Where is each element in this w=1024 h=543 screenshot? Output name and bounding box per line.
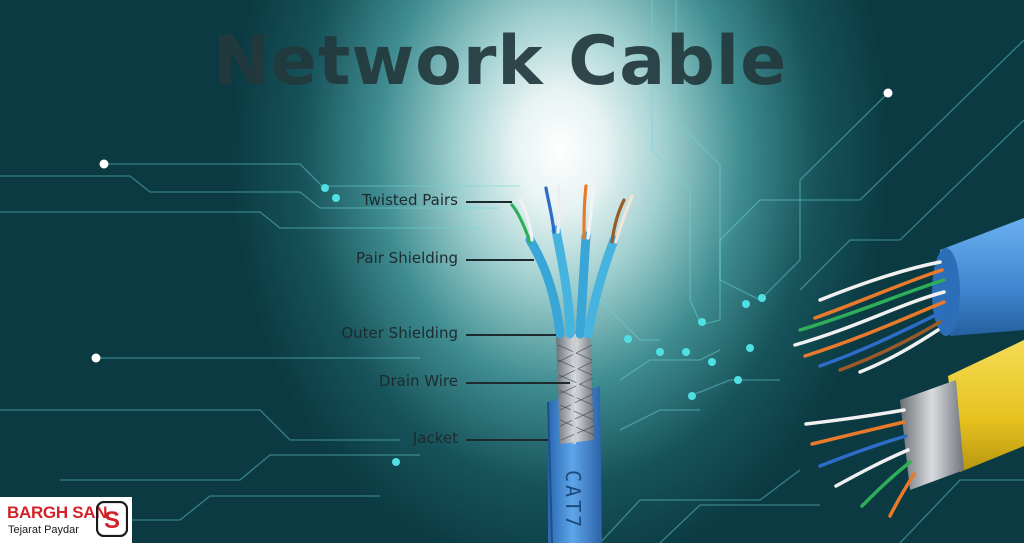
trace-right-1 bbox=[759, 92, 889, 301]
leader-line-pair-shielding bbox=[466, 259, 534, 261]
page-title: Network Cable bbox=[212, 22, 788, 101]
leader-line-outer-shielding bbox=[466, 334, 556, 336]
trace-mid-3 bbox=[689, 379, 780, 397]
twisted-pairs bbox=[510, 180, 634, 244]
trace-mid-4 bbox=[619, 409, 700, 431]
trace-mid-2 bbox=[619, 349, 721, 381]
trace-right-2 bbox=[799, 119, 1024, 291]
trace-bottom-2 bbox=[659, 504, 820, 543]
node-dot bbox=[99, 159, 109, 169]
trace-left-3 bbox=[0, 211, 480, 229]
node-dot bbox=[91, 353, 101, 363]
node-dot bbox=[734, 376, 742, 384]
node-dot bbox=[321, 184, 329, 192]
trace-top-2 bbox=[675, 0, 761, 301]
brand-tagline: Tejarat Paydar bbox=[8, 524, 79, 536]
blue-cable bbox=[793, 218, 1024, 374]
trace-bottom-3 bbox=[899, 479, 1024, 543]
trace-left-2 bbox=[0, 175, 500, 209]
label-jacket: Jacket bbox=[412, 429, 458, 447]
node-dot bbox=[742, 300, 750, 308]
trace-right-3 bbox=[699, 39, 1024, 326]
label-outer-shielding: Outer Shielding bbox=[341, 324, 458, 342]
node-dot bbox=[682, 348, 690, 356]
node-dot bbox=[656, 348, 664, 356]
brand-mark-icon: S bbox=[96, 501, 128, 537]
node-dot bbox=[746, 344, 754, 352]
node-dot bbox=[392, 458, 400, 466]
node-dot bbox=[883, 88, 893, 98]
trace-top-1 bbox=[651, 0, 701, 323]
trace-mid-1 bbox=[599, 299, 660, 341]
yellow-cable bbox=[804, 340, 1024, 518]
leader-line-twisted-pairs bbox=[466, 201, 512, 203]
node-dot bbox=[624, 335, 632, 343]
node-dot bbox=[688, 392, 696, 400]
node-dot bbox=[698, 318, 706, 326]
trace-left-5 bbox=[0, 409, 400, 441]
trace-left-6 bbox=[60, 454, 420, 481]
label-twisted-pairs: Twisted Pairs bbox=[361, 191, 458, 209]
svg-text:S: S bbox=[104, 507, 120, 534]
drain-wire bbox=[570, 335, 580, 445]
node-dot bbox=[332, 194, 340, 202]
leader-line-drain-wire bbox=[466, 382, 570, 384]
label-drain-wire: Drain Wire bbox=[378, 372, 458, 390]
leader-line-jacket bbox=[466, 439, 548, 441]
node-dot bbox=[708, 358, 716, 366]
trace-bottom-1 bbox=[599, 469, 801, 543]
label-pair-shielding: Pair Shielding bbox=[356, 249, 458, 267]
brand-logo: BARGH SAN Tejarat Paydar S bbox=[0, 497, 132, 543]
pair-shielding bbox=[525, 225, 619, 339]
brand-name: BARGH SAN bbox=[7, 503, 108, 522]
trace-left-1 bbox=[104, 163, 520, 187]
node-dot bbox=[758, 294, 766, 302]
cable-print: CAT7 bbox=[561, 470, 585, 530]
